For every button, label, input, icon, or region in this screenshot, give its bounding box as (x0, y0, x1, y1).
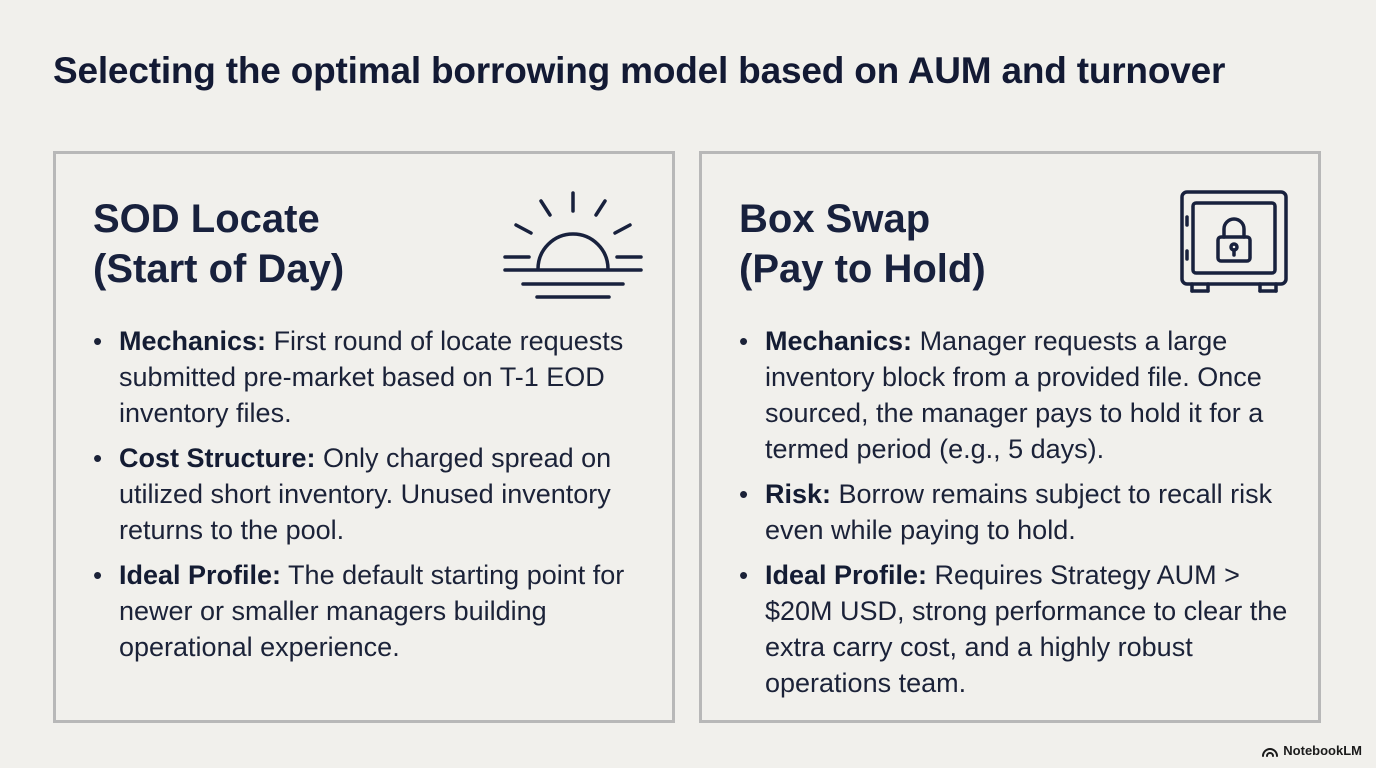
bullet-list: Mechanics: Manager requests a large inve… (739, 323, 1299, 710)
bullet-text: First round of locate requests submitted… (119, 326, 624, 428)
brand-watermark: NotebookLM (1262, 743, 1362, 758)
bullet-label: Risk: (765, 479, 832, 509)
card-sod-locate: SOD Locate (Start of Day) Mechanics: Fir… (53, 151, 675, 723)
card-title: SOD Locate (Start of Day) (93, 194, 344, 294)
card-title-line: Box Swap (739, 197, 931, 241)
bullet-item: Mechanics: Manager requests a large inve… (739, 323, 1299, 467)
bullet-label: Mechanics: (119, 326, 267, 356)
bullet-text: Manager requests a large inventory block… (765, 326, 1264, 464)
bullet-text: Only charged spread on utilized short in… (119, 443, 612, 545)
card-title: Box Swap (Pay to Hold) (739, 194, 986, 294)
bullet-item: Ideal Profile: The default starting poin… (93, 557, 653, 665)
bullet-label: Cost Structure: (119, 443, 316, 473)
bullet-label: Ideal Profile: (119, 560, 282, 590)
bullet-item: Mechanics: First round of locate request… (93, 323, 653, 431)
bullet-item: Ideal Profile: Requires Strategy AUM > $… (739, 557, 1299, 701)
brand-label: NotebookLM (1283, 743, 1362, 758)
bullet-label: Mechanics: (765, 326, 913, 356)
notebooklm-logo-icon (1262, 747, 1279, 757)
bullet-label: Ideal Profile: (765, 560, 928, 590)
bullet-text: Requires Strategy AUM > $20M USD, strong… (765, 560, 1288, 698)
bullet-text: The default starting point for newer or … (119, 560, 625, 662)
card-box-swap: Box Swap (Pay to Hold) Mechanics: Manage… (699, 151, 1321, 723)
sunrise-icon (503, 191, 643, 299)
card-title-line: (Start of Day) (93, 247, 345, 291)
page-title: Selecting the optimal borrowing model ba… (53, 50, 1226, 91)
bullet-item: Risk: Borrow remains subject to recall r… (739, 476, 1299, 548)
safe-lock-icon (1180, 190, 1288, 293)
card-title-line: (Pay to Hold) (739, 247, 986, 291)
bullet-text: Borrow remains subject to recall risk ev… (765, 479, 1273, 545)
bullet-list: Mechanics: First round of locate request… (93, 323, 653, 674)
bullet-item: Cost Structure: Only charged spread on u… (93, 440, 653, 548)
card-title-line: SOD Locate (93, 197, 320, 241)
